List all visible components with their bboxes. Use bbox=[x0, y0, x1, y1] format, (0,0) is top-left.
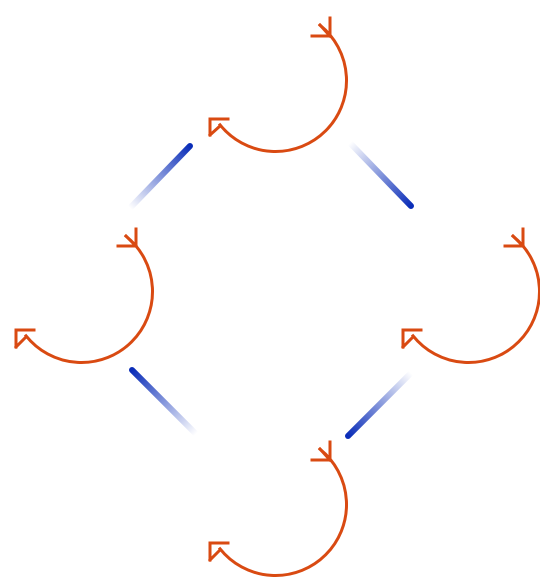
arrow-head-icon bbox=[13, 328, 36, 350]
arrow-head-icon bbox=[310, 16, 333, 39]
connector-top-left bbox=[127, 143, 193, 211]
connectors bbox=[127, 140, 414, 439]
cycle-arc-icon bbox=[217, 23, 349, 154]
cycle-arc-icon bbox=[410, 234, 540, 365]
connector-left-bottom bbox=[129, 367, 199, 437]
arrow-head-icon bbox=[400, 328, 423, 350]
cycle-arc-icon bbox=[217, 447, 349, 578]
cycle-node-bottom bbox=[207, 440, 349, 578]
cycle-node-left bbox=[13, 227, 155, 365]
connector-top-right bbox=[347, 140, 414, 209]
arrow-head-icon bbox=[116, 227, 139, 249]
arrow-head-icon bbox=[310, 440, 333, 463]
cycle-node-right bbox=[400, 227, 540, 365]
cycle-node-top bbox=[207, 16, 349, 154]
arrow-head-icon bbox=[207, 541, 230, 563]
cycle-arc-icon bbox=[23, 234, 155, 365]
arrow-head-icon bbox=[207, 117, 230, 138]
connector-right-bottom bbox=[345, 370, 414, 439]
arrow-head-icon bbox=[503, 227, 526, 249]
